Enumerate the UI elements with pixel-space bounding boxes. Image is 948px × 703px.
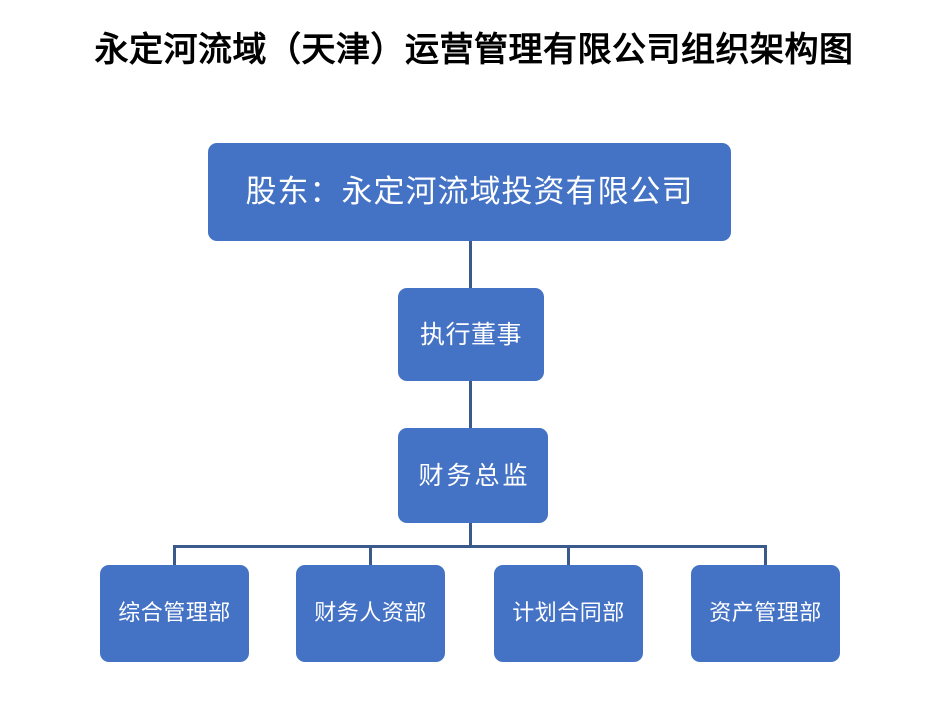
connector-drop-department-4	[764, 545, 767, 566]
org-node-department-finance-hr[interactable]: 财务人资部	[296, 565, 445, 662]
connector-shareholder-to-director	[469, 241, 472, 289]
org-node-department-asset-management[interactable]: 资产管理部	[691, 565, 840, 662]
connector-cfo-to-departments	[469, 523, 472, 547]
org-node-cfo[interactable]: 财务总监	[398, 428, 548, 523]
org-node-department-general-management[interactable]: 综合管理部	[100, 565, 249, 662]
org-node-shareholder[interactable]: 股东：永定河流域投资有限公司	[208, 143, 731, 241]
org-node-executive-director[interactable]: 执行董事	[398, 288, 544, 381]
connector-director-to-cfo	[469, 381, 472, 429]
org-node-department-planning-contract[interactable]: 计划合同部	[494, 565, 643, 662]
connector-drop-department-1	[173, 545, 176, 566]
connector-department-distribution-bar	[173, 545, 767, 548]
connector-drop-department-3	[567, 545, 570, 566]
page-title: 永定河流域（天津）运营管理有限公司组织架构图	[94, 32, 854, 69]
connector-drop-department-2	[369, 545, 372, 566]
